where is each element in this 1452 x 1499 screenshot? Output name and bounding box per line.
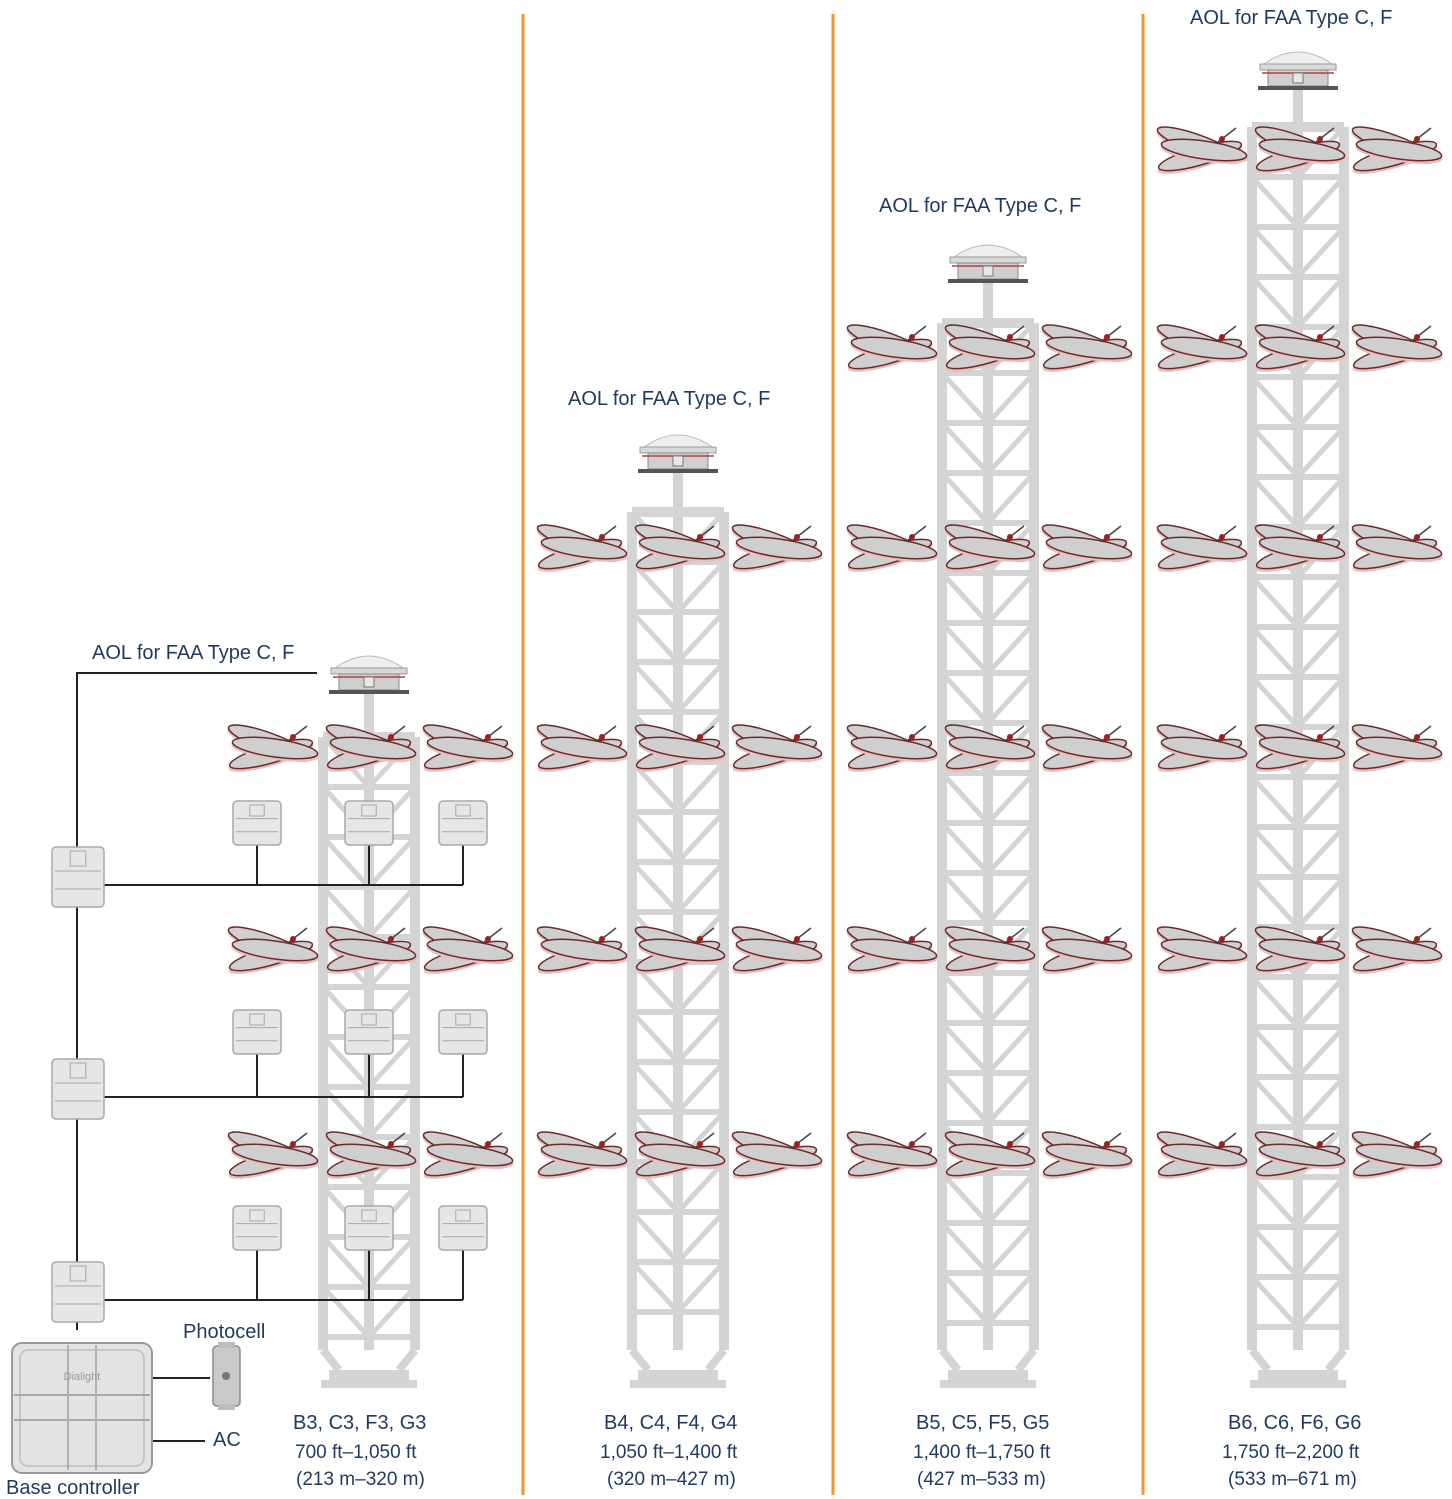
side-marker-light-icon [1351, 524, 1443, 572]
photocell-icon [212, 1342, 241, 1410]
lattice-tower-3 [937, 277, 1039, 1388]
side-marker-light-icon [1351, 1131, 1443, 1179]
side-marker-light-icon [731, 1131, 823, 1179]
model-label-tower-4: B6, C6, F6, G6 [1228, 1412, 1362, 1434]
aol-label-tower-1: AOL for FAA Type C, F [92, 642, 295, 664]
side-marker-light-icon [944, 524, 1036, 572]
side-marker-light-icon [422, 724, 514, 772]
side-marker-light-icon [731, 926, 823, 974]
node-controller-icon [51, 846, 105, 908]
side-marker-light-icon [731, 724, 823, 772]
range-m-tower-3: (427 m–533 m) [917, 1469, 1046, 1490]
side-marker-light-icon [1156, 1131, 1248, 1179]
aol-beacon-icon [638, 434, 718, 473]
side-marker-light-icon [325, 1131, 417, 1179]
side-marker-light-icon [325, 926, 417, 974]
photocell-label: Photocell [183, 1321, 266, 1343]
side-marker-light-icon [634, 1131, 726, 1179]
side-marker-light-icon [1156, 926, 1248, 974]
side-marker-light-icon [634, 524, 726, 572]
side-marker-light-icon [944, 926, 1036, 974]
side-marker-light-icon [1041, 926, 1133, 974]
side-marker-light-icon [1041, 324, 1133, 372]
light-controller-icon [438, 800, 488, 846]
node-controller-icon [51, 1058, 105, 1120]
range-ft-tower-1: 700 ft–1,050 ft [295, 1442, 417, 1463]
light-controller-icon [344, 1009, 394, 1055]
light-controller-icon [232, 800, 282, 846]
aol-label-tower-4: AOL for FAA Type C, F [1190, 7, 1393, 29]
side-marker-light-icon [422, 926, 514, 974]
side-marker-light-icon [536, 524, 628, 572]
side-marker-light-icon [1351, 724, 1443, 772]
side-marker-light-icon [1254, 926, 1346, 974]
side-marker-light-icon [944, 1131, 1036, 1179]
light-controller-icon [438, 1009, 488, 1055]
light-controller-icon [232, 1009, 282, 1055]
range-m-tower-2: (320 m–427 m) [607, 1469, 736, 1490]
range-m-tower-4: (533 m–671 m) [1228, 1469, 1357, 1490]
side-marker-light-icon [846, 524, 938, 572]
side-marker-light-icon [227, 724, 319, 772]
side-marker-light-icon [1351, 926, 1443, 974]
light-controller-icon [232, 1205, 282, 1251]
base-controller-label: Base controller [6, 1477, 140, 1499]
range-m-tower-1: (213 m–320 m) [296, 1469, 425, 1490]
side-marker-light-icon [1254, 524, 1346, 572]
ac-label: AC [213, 1429, 241, 1451]
aol-beacon-icon [1258, 51, 1338, 90]
base-brand-mark: Dialight [64, 1371, 101, 1383]
side-marker-light-icon [1041, 724, 1133, 772]
side-marker-light-icon [846, 926, 938, 974]
aol-beacon-icon [948, 244, 1028, 283]
side-marker-light-icon [1254, 126, 1346, 174]
side-marker-light-icon [1351, 126, 1443, 174]
light-controller-icon [344, 800, 394, 846]
light-controller-icon [438, 1205, 488, 1251]
side-marker-light-icon [1156, 324, 1248, 372]
side-marker-light-icon [1156, 126, 1248, 174]
aol-label-tower-2: AOL for FAA Type C, F [568, 388, 771, 410]
node-controller-icon [51, 1261, 105, 1323]
side-marker-light-icon [1254, 1131, 1346, 1179]
side-marker-light-icon [634, 724, 726, 772]
side-marker-light-icon [536, 926, 628, 974]
side-marker-light-icon [1156, 524, 1248, 572]
model-label-tower-3: B5, C5, F5, G5 [916, 1412, 1050, 1434]
side-marker-light-icon [731, 524, 823, 572]
base-controller-icon: Dialight [11, 1342, 153, 1474]
side-marker-light-icon [536, 1131, 628, 1179]
aol-label-tower-3: AOL for FAA Type C, F [879, 195, 1082, 217]
side-marker-light-icon [1254, 324, 1346, 372]
side-marker-light-icon [846, 724, 938, 772]
light-controller-icon [344, 1205, 394, 1251]
side-marker-light-icon [1254, 724, 1346, 772]
side-marker-light-icon [325, 724, 417, 772]
side-marker-light-icon [846, 324, 938, 372]
side-marker-light-icon [944, 324, 1036, 372]
side-marker-light-icon [422, 1131, 514, 1179]
side-marker-light-icon [227, 926, 319, 974]
range-ft-tower-4: 1,750 ft–2,200 ft [1222, 1442, 1360, 1463]
aol-beacon-icon [329, 655, 409, 694]
side-marker-light-icon [846, 1131, 938, 1179]
side-marker-light-icon [1041, 1131, 1133, 1179]
side-marker-light-icon [1156, 724, 1248, 772]
side-marker-light-icon [634, 926, 726, 974]
range-ft-tower-3: 1,400 ft–1,750 ft [913, 1442, 1051, 1463]
model-label-tower-1: B3, C3, F3, G3 [293, 1412, 427, 1434]
side-marker-light-icon [1351, 324, 1443, 372]
side-marker-light-icon [1041, 524, 1133, 572]
side-marker-light-icon [944, 724, 1036, 772]
model-label-tower-2: B4, C4, F4, G4 [604, 1412, 738, 1434]
side-marker-light-icon [536, 724, 628, 772]
side-marker-light-icon [227, 1131, 319, 1179]
range-ft-tower-2: 1,050 ft–1,400 ft [600, 1442, 738, 1463]
